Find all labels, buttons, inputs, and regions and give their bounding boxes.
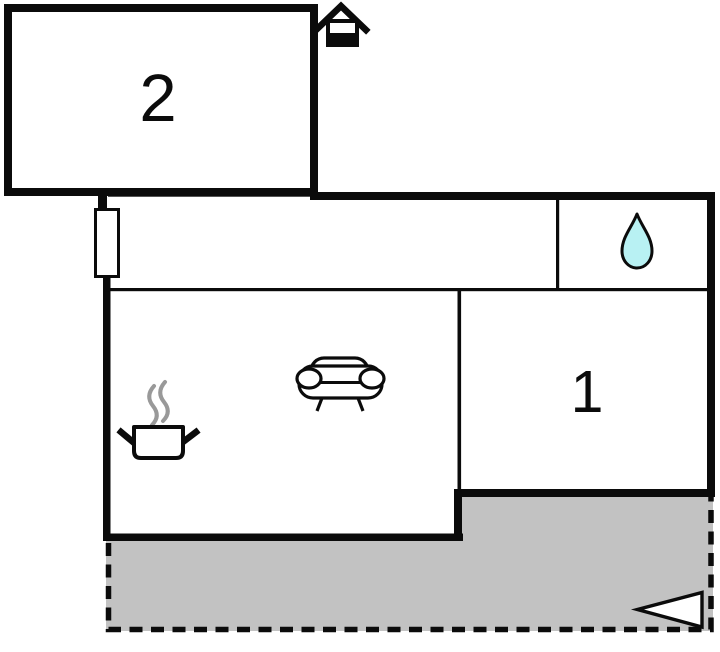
pot-handle-right [178, 427, 201, 447]
terrace-dashed-border [105, 496, 714, 633]
wall-living-bottom [103, 533, 463, 541]
wall-bathroom-left-thin [556, 200, 560, 291]
room-2-label: 2 [139, 61, 176, 136]
steam-wave-left [147, 384, 159, 427]
sofa-armrest-right [358, 367, 386, 390]
pot-body [132, 425, 185, 460]
wall-top-exterior [310, 192, 715, 200]
sofa-leg-right [356, 397, 365, 412]
wall-step-vertical [454, 489, 462, 540]
door-icon [94, 208, 120, 278]
wall-room1-bottom [454, 489, 715, 497]
sofa-armrest-left [295, 367, 323, 390]
sofa-leg-left [315, 397, 324, 412]
terrace-left-section [106, 541, 462, 631]
walls [98, 192, 715, 541]
sofa-icon [295, 356, 386, 412]
wall-hallway-bottom-thin [105, 288, 707, 292]
room-2-outline [4, 4, 318, 196]
entrance-house-icon [311, 1, 371, 47]
wall-room1-left-thin [457, 290, 462, 490]
house-body-lower [329, 33, 356, 45]
room-1-label: 1 [571, 359, 604, 425]
wall-room2-hallway-thin [108, 193, 310, 197]
steam-icon [147, 380, 170, 427]
steam-wave-right [158, 380, 170, 423]
wall-left-exterior [103, 274, 111, 540]
direction-arrow-icon [630, 590, 704, 630]
pot-handle-left [116, 427, 138, 447]
water-drop-shape [620, 212, 654, 270]
wall-right-exterior [707, 192, 715, 496]
wall-door-stub [98, 196, 107, 211]
water-drop-icon [620, 212, 654, 270]
cooking-pot-icon [116, 380, 201, 460]
